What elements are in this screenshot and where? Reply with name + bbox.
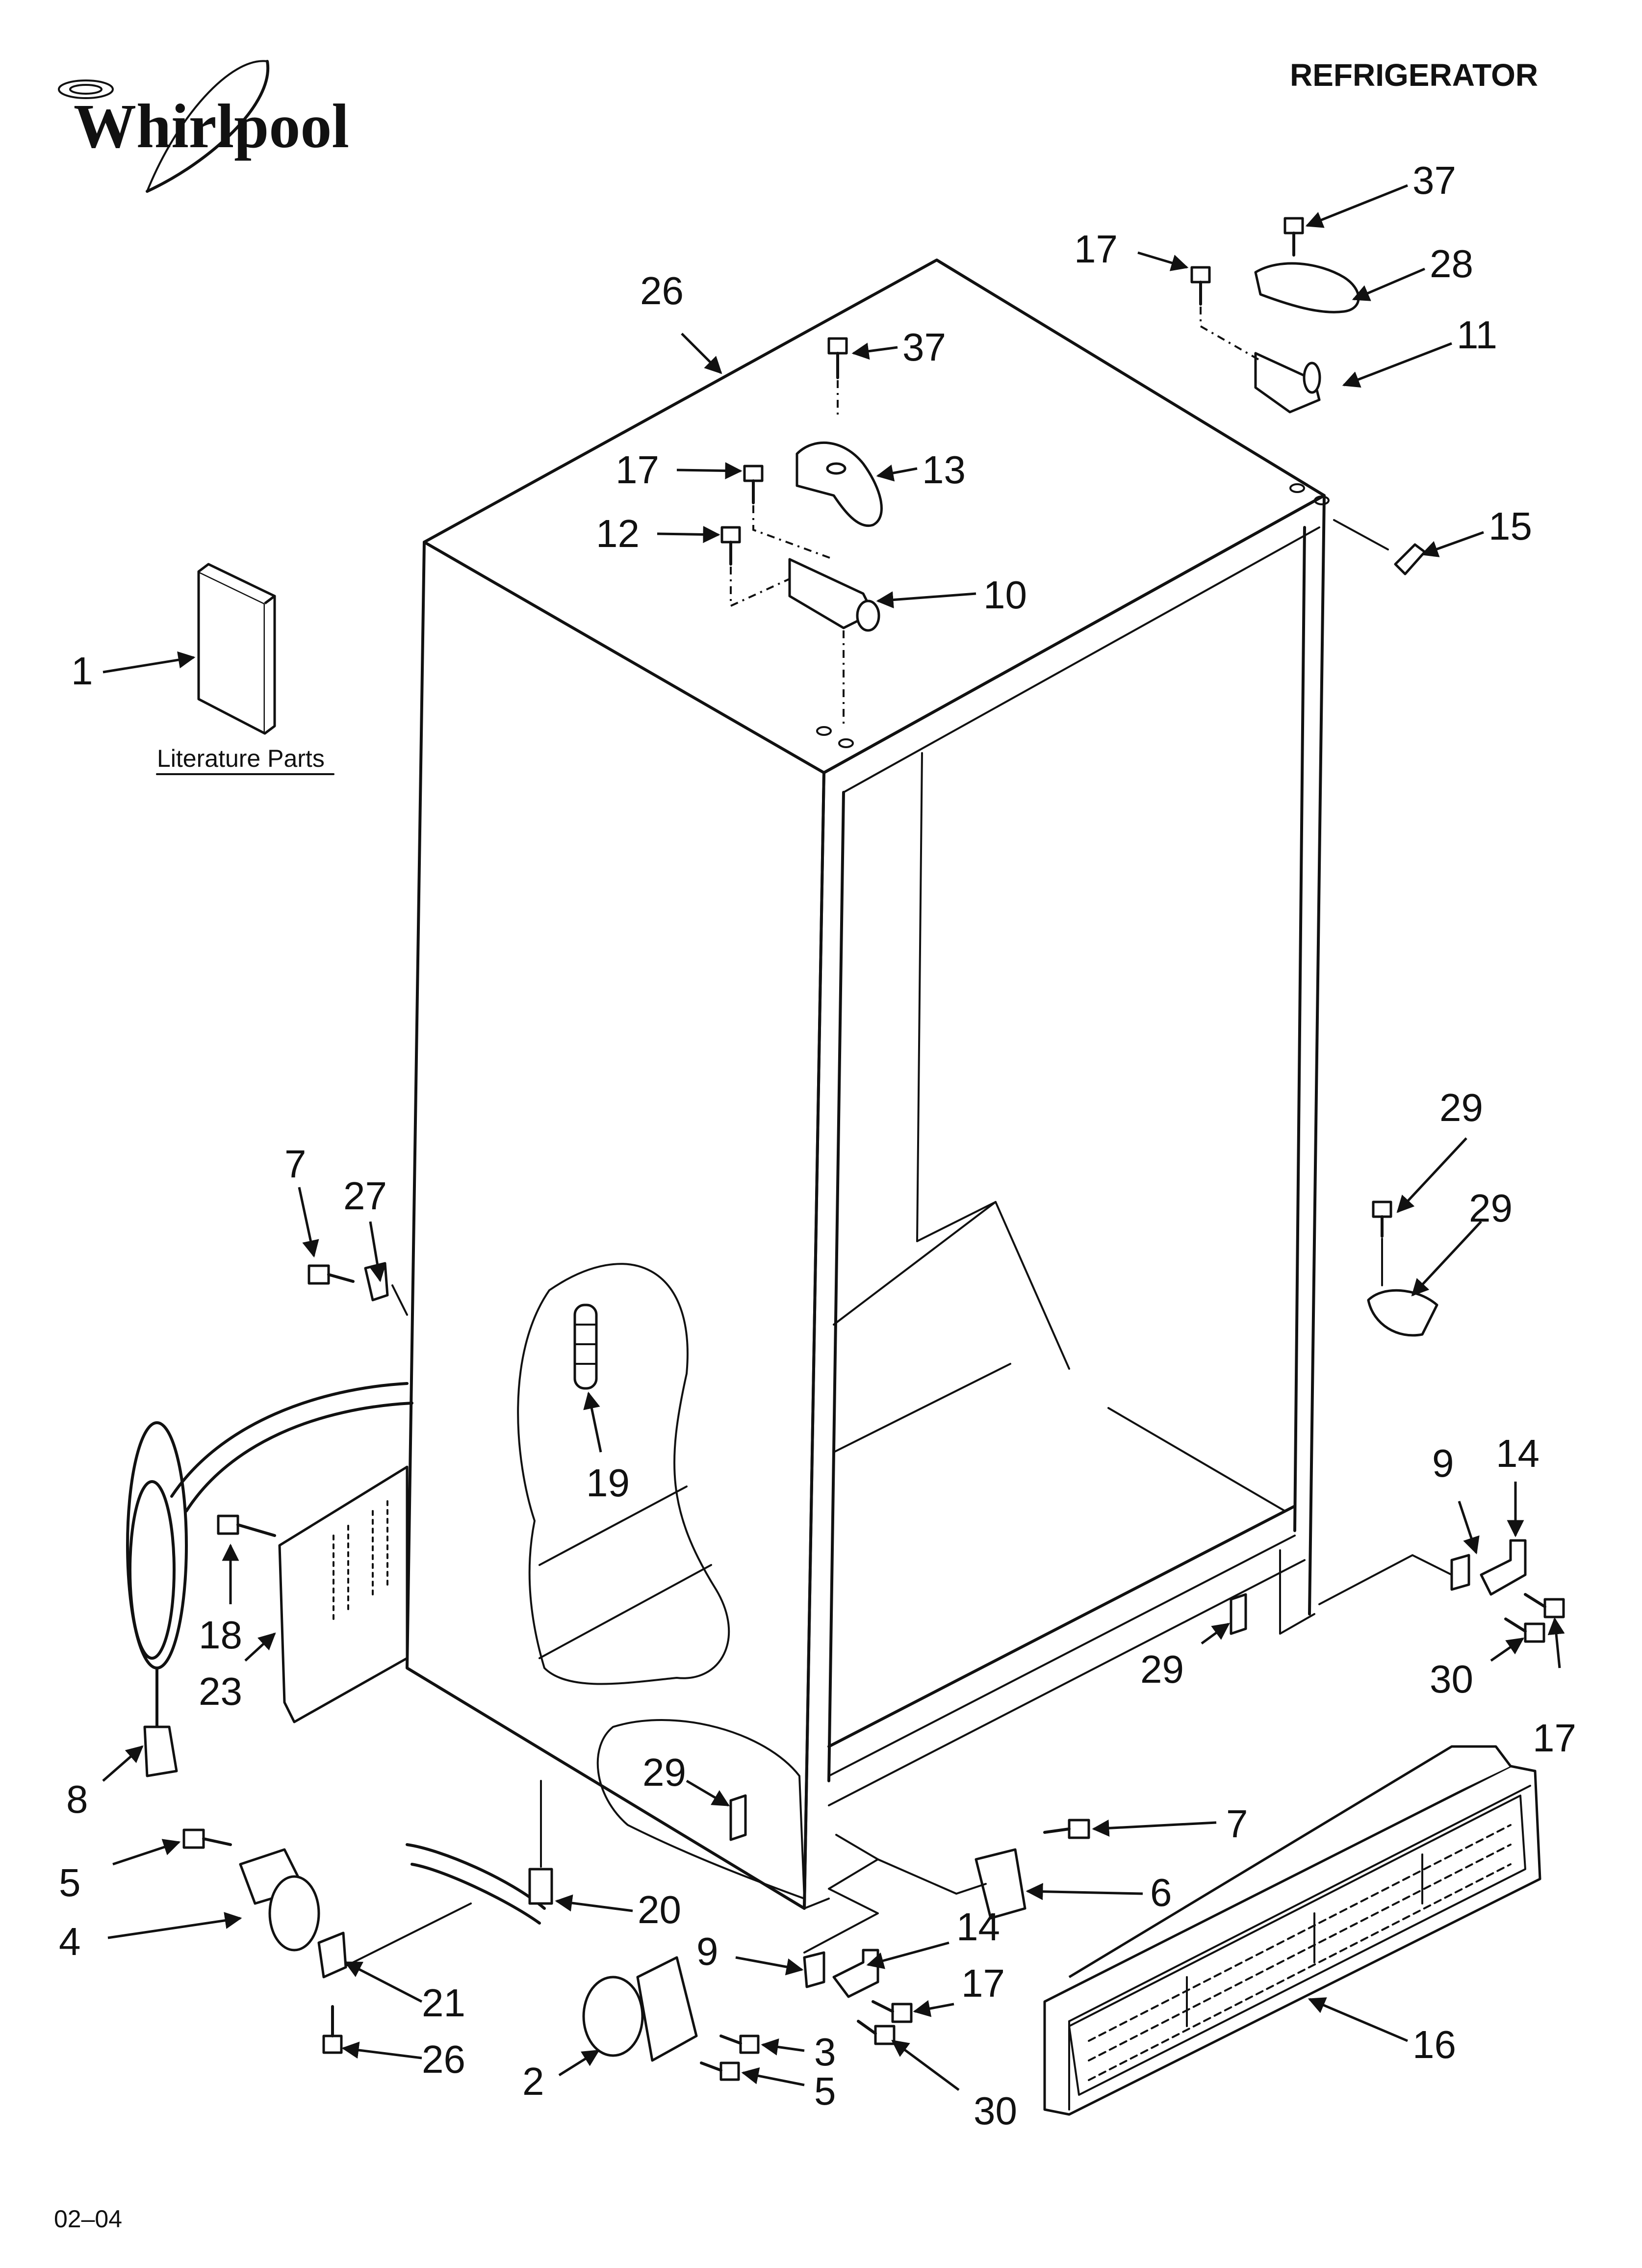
callout-7: 7 xyxy=(284,1142,307,1186)
literature-label: Literature Parts xyxy=(157,745,325,772)
callout-20: 20 xyxy=(638,1888,681,1931)
callout-17c: 17 xyxy=(961,1961,1005,2005)
callout-23: 23 xyxy=(199,1669,242,1713)
screw xyxy=(1043,1819,1090,1839)
screw xyxy=(719,2034,760,2054)
callout-17d: 17 xyxy=(1533,1716,1576,1760)
callout-10: 10 xyxy=(983,573,1027,617)
callout-29b: 29 xyxy=(1140,1647,1184,1691)
callout-25: 27 xyxy=(343,1174,387,1218)
callouts: 1 26 37 13 17 12 10 37 17 28 11 15 29 29… xyxy=(59,158,1576,2133)
callout-4: 4 xyxy=(59,1920,81,1963)
screw xyxy=(1524,1593,1565,1618)
callout-18: 18 xyxy=(199,1613,242,1657)
callout-19: 19 xyxy=(586,1461,630,1505)
screw xyxy=(720,526,741,566)
cabinet xyxy=(406,259,1326,1910)
callout-7b: 7 xyxy=(1226,1802,1248,1846)
screw xyxy=(872,2000,913,2023)
callout-8: 8 xyxy=(66,1777,88,1821)
hinge-cover-left xyxy=(795,441,883,527)
screw xyxy=(857,2020,896,2045)
callout-15: 15 xyxy=(1488,504,1532,548)
callout-17: 17 xyxy=(616,448,659,492)
roller-assembly xyxy=(239,1848,320,1952)
power-cord xyxy=(126,1382,413,1777)
callout-26: 26 xyxy=(422,2037,465,2081)
hinge-top-left xyxy=(788,558,880,632)
callout-21: 21 xyxy=(422,1981,465,2025)
callout-17b: 17 xyxy=(1074,227,1118,271)
callout-3: 3 xyxy=(814,2030,836,2074)
callout-5b: 5 xyxy=(814,2069,836,2113)
callout-14: 14 xyxy=(956,1905,1000,1949)
brand-name: Whirlpool xyxy=(74,91,349,161)
literature-booklet xyxy=(197,563,276,735)
callout-5: 5 xyxy=(59,1861,81,1904)
callout-24: 28 xyxy=(1430,242,1473,286)
screw xyxy=(1190,266,1211,306)
screw xyxy=(1283,217,1304,257)
callout-29: 29 xyxy=(642,1750,686,1794)
hinge-cover-right xyxy=(1254,262,1360,313)
callout-9b: 9 xyxy=(1432,1441,1454,1485)
callout-14b: 14 xyxy=(1496,1432,1539,1475)
screw xyxy=(182,1828,232,1849)
callout-6: 6 xyxy=(1150,1871,1172,1914)
callout-30b: 30 xyxy=(1430,1657,1473,1701)
callout-12: 12 xyxy=(596,512,640,555)
callout-2: 2 xyxy=(522,2059,544,2103)
whirlpool-logo: Whirlpool xyxy=(58,60,349,193)
screw xyxy=(827,337,848,379)
callout-16: 16 xyxy=(1412,2023,1456,2066)
screw xyxy=(700,2061,740,2081)
page-title: REFRIGERATOR xyxy=(1290,57,1538,93)
callout-22: 26 xyxy=(640,269,684,313)
callout-11: 11 xyxy=(1457,313,1497,357)
electrical-box xyxy=(278,1465,409,1723)
callout-1: 1 xyxy=(71,649,93,693)
callout-9: 9 xyxy=(696,1929,718,1973)
callout-30: 30 xyxy=(974,2089,1017,2133)
callout-37: 37 xyxy=(902,325,946,369)
screw xyxy=(308,1264,355,1285)
screw xyxy=(1372,1200,1392,1238)
screw xyxy=(322,2005,343,2054)
screw xyxy=(1504,1617,1545,1643)
callout-37b: 37 xyxy=(1412,158,1456,202)
front-roller xyxy=(582,1956,698,2062)
screw xyxy=(743,465,764,504)
callout-28: 29 xyxy=(1439,1086,1483,1129)
footer-code: 02–04 xyxy=(54,2205,122,2233)
hinge-top-right xyxy=(1254,352,1321,414)
callout-13: 13 xyxy=(922,448,966,492)
callout-27: 29 xyxy=(1469,1186,1513,1230)
spring xyxy=(573,1303,598,1390)
screw xyxy=(217,1514,276,1537)
toe-grille xyxy=(1043,1745,1541,2116)
